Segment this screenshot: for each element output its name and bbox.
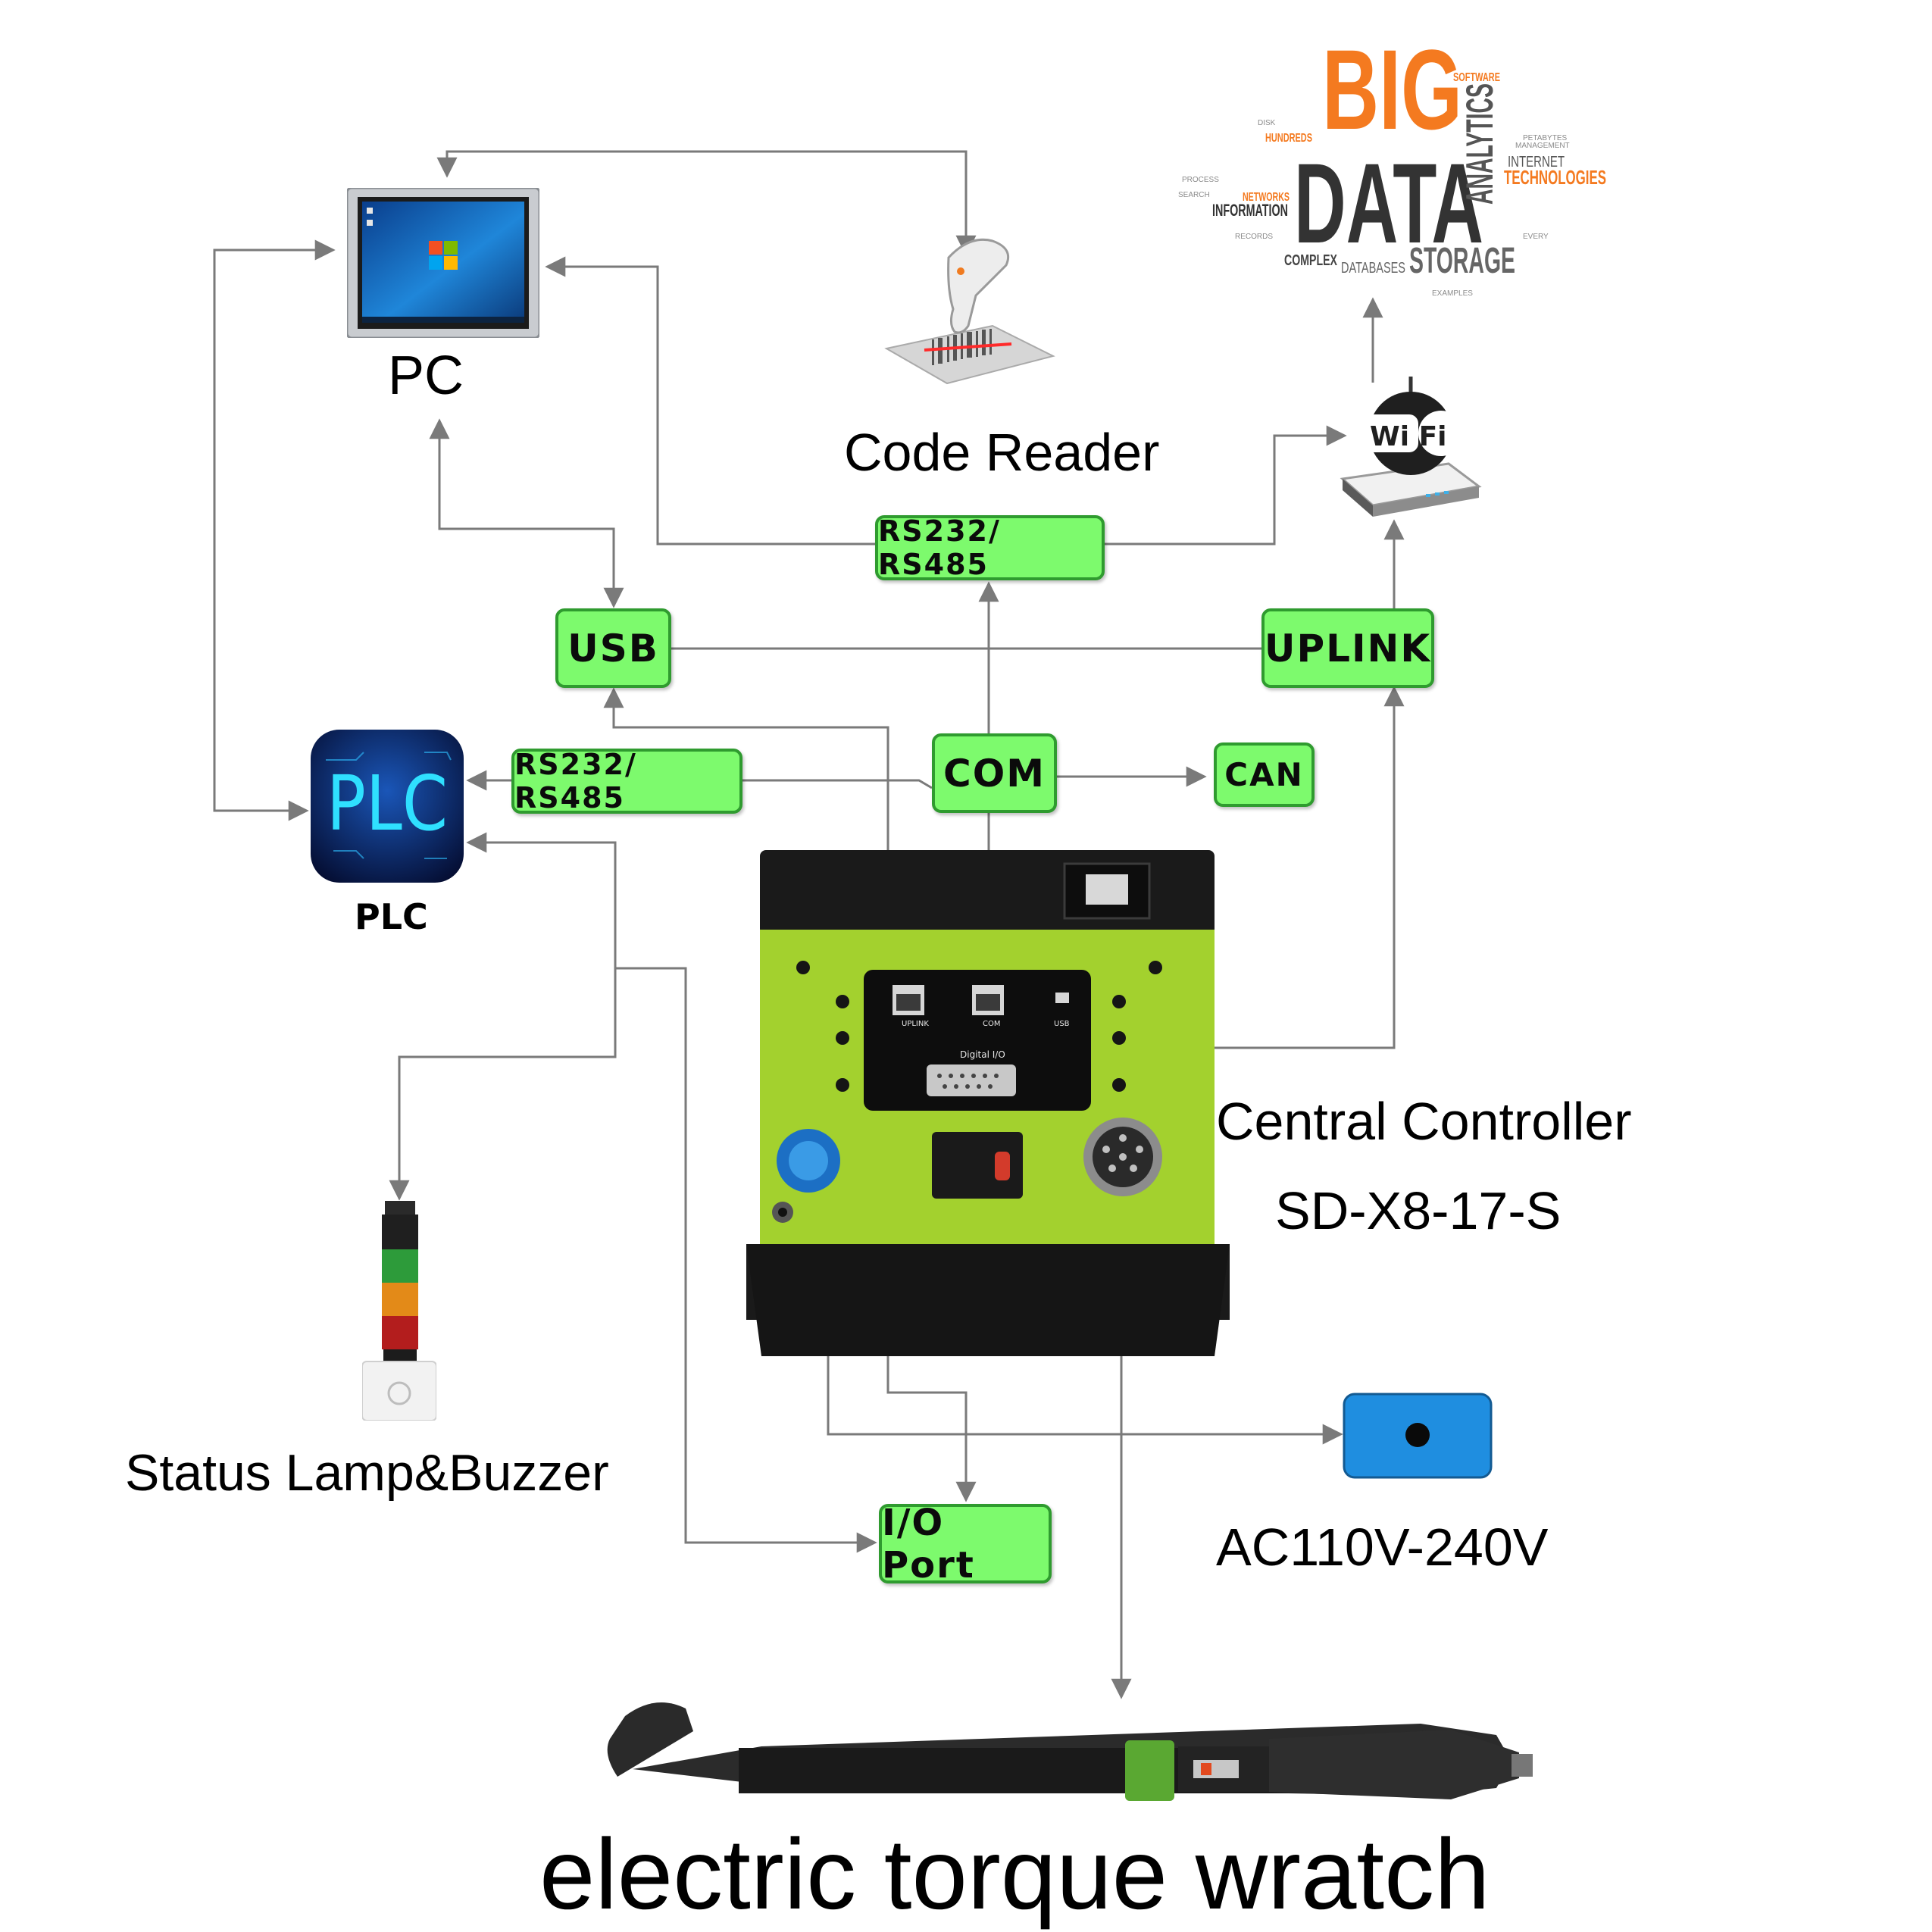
big-data-cloud-icon: BIG DATA ANALYTICS STORAGE TECHNOLOGIES … [1178,26,1606,298]
wire-plc-io [466,832,617,968]
internet-text: INTERNET [1508,154,1565,170]
svg-text:EXAMPLES: EXAMPLES [1432,289,1473,298]
databases-text: DATABASES [1341,260,1405,277]
information-text: INFORMATION [1212,201,1288,220]
wifi-text: Wi Fi [1370,421,1447,452]
storage-text: STORAGE [1409,241,1515,281]
svg-text:MANAGEMENT: MANAGEMENT [1515,142,1570,150]
central-controller-icon: UPLINK COM USB Digital I/O [746,850,1230,1356]
port-dio-text: Digital I/O [960,1049,1005,1060]
hundreds-text: HUNDREDS [1265,132,1312,145]
pc-monitor-icon [347,188,539,338]
port-usb-text: USB [1054,1020,1070,1028]
plc-logo-text: PLC [327,759,448,848]
data-text: DATA [1294,139,1483,267]
status-lamp-label: Status Lamp&Buzzer [125,1444,609,1502]
tool-label: electric torque wratch [539,1818,1490,1930]
port-uplink-text: UPLINK [902,1020,929,1028]
controller-model-label: SD-X8-17-S [1275,1181,1562,1240]
status-lamp-icon [362,1201,436,1421]
wire-rs485-wifi [1105,425,1347,546]
svg-text:DISK: DISK [1258,119,1276,127]
torque-wrench-icon [607,1702,1533,1801]
wire-pc-plc [213,239,336,821]
svg-text:PROCESS: PROCESS [1182,176,1219,184]
rs485-tag-plc: RS232/ RS485 [511,748,742,814]
code-reader-label: Code Reader [844,423,1160,482]
wire-io-lamp [389,968,617,1201]
plc-logo-icon: PLC [311,730,464,883]
analytics-text: ANALYTICS [1458,83,1501,205]
wire-pc-rs485-top [545,256,875,546]
controller-label: Central Controller [1216,1092,1632,1151]
power-label: AC110V-240V [1216,1518,1549,1577]
svg-text:SEARCH: SEARCH [1178,191,1210,199]
technologies-text: TECHNOLOGIES [1504,166,1606,189]
can-tag: CAN [1214,742,1315,807]
wire-pc-usb [429,418,624,608]
port-com-text: COM [983,1020,1000,1028]
plc-label: PLC [355,896,428,937]
usb-tag: USB [555,608,671,688]
pc-label: PC [388,345,464,406]
power-socket-icon [1343,1393,1493,1479]
svg-text:PETABYTES: PETABYTES [1523,134,1567,142]
wire-io-port [615,967,877,1553]
wifi-router-icon: Wi Fi [1340,377,1482,517]
big-text: BIG [1322,26,1462,153]
barcode-scanner-icon [884,238,1055,385]
software-text: SOFTWARE [1453,71,1500,84]
io-port-tag: I/O Port [879,1502,1052,1587]
com-tag: COM [932,733,1057,813]
svg-text:EVERY: EVERY [1523,233,1549,241]
complex-text: COMPLEX [1284,252,1337,269]
uplink-tag: UPLINK [1261,608,1434,688]
svg-text:RECORDS: RECORDS [1235,233,1273,241]
wire-com-rs485-plc [742,779,933,789]
wire-pc-code-reader [436,150,977,256]
networks-text: NETWORKS [1243,191,1290,204]
rs485-tag-top: RS232/ RS485 [875,514,1105,581]
